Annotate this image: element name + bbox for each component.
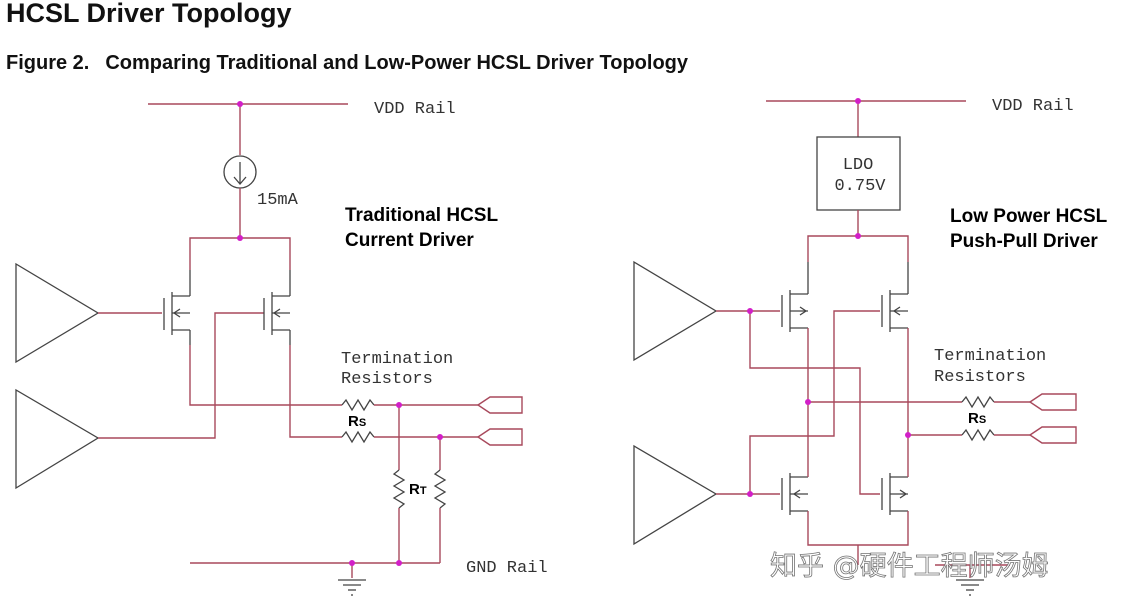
nmos-transistor-3-icon bbox=[881, 262, 909, 332]
nmos-transistor-4-icon bbox=[781, 473, 808, 515]
left-vdd-label: VDD Rail bbox=[374, 100, 456, 119]
left-termination-line2: Resistors bbox=[341, 370, 433, 389]
current-source-icon bbox=[223, 155, 257, 189]
left-buffer-top-icon bbox=[15, 262, 100, 364]
left-buffer-bottom-icon bbox=[15, 388, 100, 490]
nmos-transistor-1-icon bbox=[163, 270, 191, 345]
right-output-connector-top bbox=[1028, 393, 1077, 411]
pmos-transistor-1-icon bbox=[781, 262, 809, 332]
low-power-hcsl-circuit: VDD Rail LDO 0.75V Low Power HCSL Push-P… bbox=[633, 97, 1108, 596]
ldo-label-line1: LDO bbox=[843, 156, 874, 175]
figure-caption: Figure 2. Comparing Traditional and Low-P… bbox=[6, 52, 688, 75]
right-rs-top-resistor-icon bbox=[961, 395, 995, 409]
left-rs-top-resistor-icon bbox=[341, 398, 375, 412]
page-heading: HCSL Driver Topology bbox=[6, 0, 292, 28]
right-ground-icon bbox=[956, 579, 984, 596]
left-rt-resistor-1-icon bbox=[392, 469, 406, 509]
traditional-hcsl-circuit: VDD Rail 15mA Traditional HCSL Current D… bbox=[15, 100, 548, 596]
left-title-line2: Current Driver bbox=[345, 230, 474, 251]
figure-number: Figure 2. bbox=[6, 52, 90, 74]
right-rs-bottom-resistor-icon bbox=[961, 428, 995, 442]
right-termination-line1: Termination bbox=[934, 347, 1046, 366]
left-rt-label: RT bbox=[409, 481, 427, 498]
left-output-connector-top bbox=[476, 396, 523, 414]
nmos-transistor-2-icon bbox=[263, 270, 291, 345]
left-ground-icon bbox=[338, 579, 366, 596]
left-rs-label: RS bbox=[348, 413, 366, 430]
right-buffer-top-icon bbox=[633, 260, 718, 362]
right-title-line1: Low Power HCSL bbox=[950, 206, 1108, 227]
pmos-transistor-2-icon bbox=[881, 473, 908, 515]
right-output-connector-bottom bbox=[1028, 426, 1077, 444]
left-output-connector-bottom bbox=[476, 428, 523, 446]
left-rs-bottom-resistor-icon bbox=[341, 430, 375, 444]
left-gnd-label: GND Rail bbox=[466, 559, 548, 578]
left-title-line1: Traditional HCSL bbox=[345, 205, 498, 226]
right-rs-label: RS bbox=[968, 410, 986, 427]
current-source-label: 15mA bbox=[257, 191, 299, 210]
right-vdd-label: VDD Rail bbox=[992, 97, 1074, 116]
watermark-text: 知乎 @硬件工程师汤姆 bbox=[770, 551, 1049, 582]
right-termination-line2: Resistors bbox=[934, 368, 1026, 387]
right-title-line2: Push-Pull Driver bbox=[950, 231, 1098, 252]
ldo-label-line2: 0.75V bbox=[834, 177, 886, 196]
figure-title: Comparing Traditional and Low-Power HCSL… bbox=[105, 52, 688, 74]
left-termination-line1: Termination bbox=[341, 350, 453, 369]
left-rt-resistor-2-icon bbox=[433, 469, 447, 509]
right-buffer-bottom-icon bbox=[633, 444, 718, 546]
